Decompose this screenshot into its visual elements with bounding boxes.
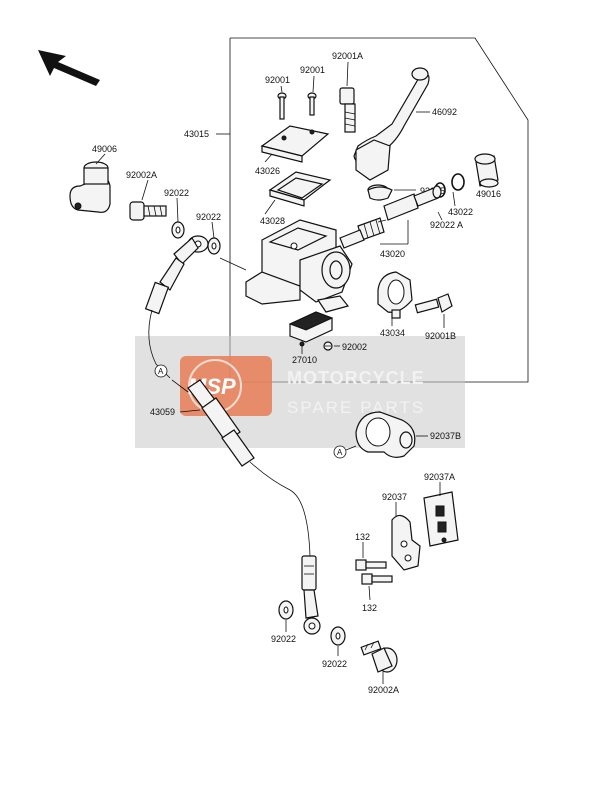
watermark-line2: SPARE PARTS	[287, 398, 425, 417]
label-92022-c: 92022	[271, 634, 296, 644]
part-hose-upper-fitting	[144, 235, 209, 315]
label-92022-b: 92022	[196, 212, 221, 222]
label-132-b: 132	[362, 603, 377, 613]
label-92001A: 92001A	[332, 51, 363, 61]
watermark: MSP MOTORCYCLE SPARE PARTS	[135, 336, 465, 448]
part-132-bolt-b	[361, 573, 393, 585]
part-92002A-bolt-bottom	[360, 640, 398, 673]
part-43059-hose-sleeve	[187, 379, 255, 467]
part-43028-diaphragm	[268, 171, 332, 207]
label-92002: 92002	[342, 342, 367, 352]
label-132-a: 132	[355, 532, 370, 542]
part-92001A-pivot-bolt	[339, 87, 356, 133]
part-92001-screw-b	[307, 92, 317, 116]
ref-marker-a-left	[154, 364, 168, 378]
label-92022A: 92022 A	[430, 220, 463, 230]
part-43020-piston-assembly	[339, 185, 442, 249]
label-43034: 43034	[380, 328, 405, 338]
label-43020: 43020	[380, 249, 405, 259]
label-49016: 49016	[476, 189, 501, 199]
part-43026-reservoir-cap	[260, 125, 330, 163]
label-92037A: 92037A	[424, 472, 455, 482]
label-92037B: 92037B	[430, 431, 461, 441]
label-43026: 43026	[255, 166, 280, 176]
group-box-outline	[229, 37, 529, 383]
part-92001B-bolt	[414, 293, 453, 314]
label-46092: 46092	[432, 107, 457, 117]
part-92002A-bolt	[129, 201, 167, 221]
part-92037A-bracket	[423, 491, 459, 547]
part-92002-screw	[323, 341, 333, 351]
part-27010-brake-switch	[288, 311, 334, 347]
part-92037-bracket	[391, 514, 421, 571]
front-direction-arrow-icon	[38, 50, 100, 86]
label-92001B: 92001B	[425, 331, 456, 341]
part-43034-clamp	[377, 271, 413, 319]
label-92001-b: 92001	[300, 65, 325, 75]
label-43059: 43059	[150, 407, 175, 417]
label-43015: 43015	[184, 129, 209, 139]
brake-hose	[148, 309, 171, 379]
part-46092-lever	[353, 67, 430, 196]
part-49006-cap	[69, 161, 111, 213]
label-92037: 92037	[382, 492, 407, 502]
label-27010: 27010	[292, 355, 317, 365]
label-92022-d: 92022	[322, 659, 347, 669]
label-92022-a: 92022	[164, 188, 189, 198]
label-92002A-top: 92002A	[126, 170, 157, 180]
label-92002A-bottom: 92002A	[368, 685, 399, 695]
part-49016-dust-boot	[474, 153, 499, 188]
label-92001-a: 92001	[265, 75, 290, 85]
ref-marker-a-right	[333, 445, 347, 459]
part-hose-lower-fitting	[301, 555, 321, 635]
label-43028: 43028	[260, 216, 285, 226]
ref-a-left-text: A	[158, 367, 164, 376]
part-132-bolt-a	[355, 559, 387, 571]
part-92037B-hose-clamp	[355, 411, 416, 458]
part-43015-master-cylinder	[245, 219, 353, 313]
label-49006: 49006	[92, 144, 117, 154]
label-43022: 43022	[448, 207, 473, 217]
part-92015-nut	[367, 186, 393, 201]
ref-a-right-text: A	[337, 448, 343, 457]
part-92001-screw-a	[277, 92, 287, 120]
watermark-line1: MOTORCYCLE	[287, 368, 425, 388]
